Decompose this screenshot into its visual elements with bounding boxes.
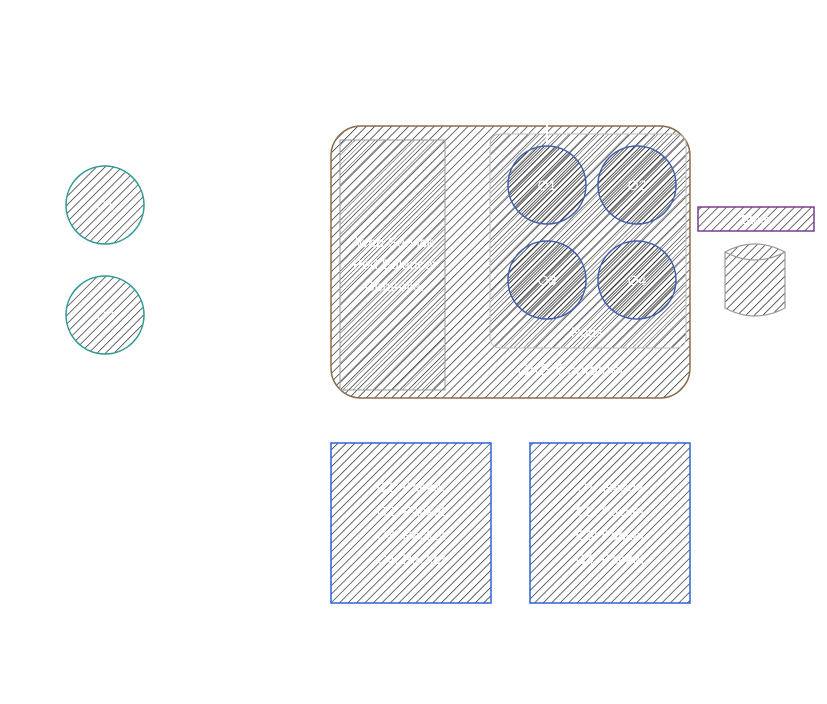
queue-2-line-1: C1: Ready	[577, 479, 643, 495]
gke-container[interactable]: Web Service Pod Balancer Controller O1 O…	[330, 122, 691, 399]
pods-group-label: Pods	[571, 324, 603, 340]
service-line-1: Web Service	[355, 234, 434, 250]
customer-c1[interactable]: C1	[65, 165, 145, 245]
service-panel	[339, 139, 446, 391]
queue-box-2[interactable]: C1: Ready C2: Packet C3: Packet C4: Pack…	[529, 442, 691, 604]
queue-2-line-4: C4: Packet	[576, 551, 645, 567]
pod-o3-label: O3	[538, 272, 557, 288]
service-line-3: Controller	[365, 278, 426, 294]
customer-c2[interactable]: C2	[65, 275, 145, 355]
pod-o2[interactable]: O2	[597, 145, 677, 225]
pod-o1-label: O1	[538, 177, 557, 193]
database-cylinder[interactable]	[724, 243, 786, 317]
pod-o4[interactable]: O4	[597, 240, 677, 320]
customer-c2-label: C2	[96, 307, 114, 323]
queue-1-line-4: C4: Packet	[377, 551, 446, 567]
queue-1-line-1: C1: Packet	[377, 479, 446, 495]
state-box[interactable]: State	[697, 206, 815, 232]
queue-box-1[interactable]: C1: Packet C2: Packet C3: Packet C4: Pac…	[330, 442, 492, 604]
queue-2-line-2: C2: Packet	[576, 503, 645, 519]
container-label: GKE Container	[517, 362, 625, 379]
queue-1-line-3: C3: Packet	[377, 527, 446, 543]
service-line-2: Pod Balancer	[353, 256, 437, 272]
queue-2-line-3: C3: Packet	[576, 527, 645, 543]
pod-o4-label: O4	[628, 272, 647, 288]
state-label: State	[741, 212, 771, 227]
customer-c1-label: C1	[96, 197, 114, 213]
queue-1-line-2: C2: Packet	[377, 503, 446, 519]
pod-o2-label: O2	[628, 177, 647, 193]
pod-o1[interactable]: O1	[507, 145, 587, 225]
pod-o3[interactable]: O3	[507, 240, 587, 320]
